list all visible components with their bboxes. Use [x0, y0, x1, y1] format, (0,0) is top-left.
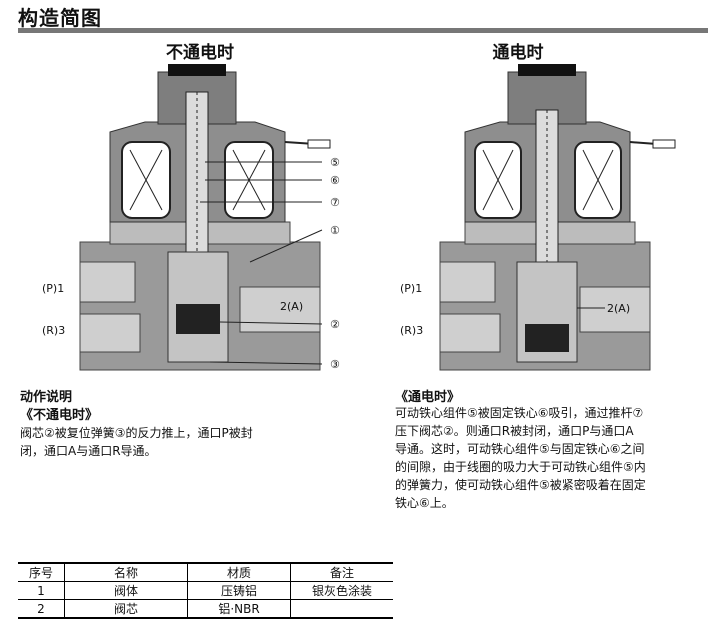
on-line-2: 压下阀芯②。则通口R被封闭，通口P与通口A	[395, 424, 634, 438]
header-name: 名称	[64, 562, 188, 582]
port-a-label: 2(A)	[280, 300, 303, 313]
off-heading: 《不通电时》	[20, 408, 99, 423]
callout-7: ⑦	[330, 196, 340, 209]
cell-material: 压铸铝	[187, 581, 291, 600]
header-no: 序号	[18, 562, 65, 582]
callout-3: ③	[330, 358, 340, 371]
port-p-label: (P)1	[400, 282, 422, 295]
port-r-label: (R)3	[400, 324, 423, 337]
callout-6: ⑥	[330, 174, 340, 187]
cell-remark	[290, 599, 393, 619]
cell-material: 铝·NBR	[187, 599, 291, 619]
port-p	[79, 261, 136, 303]
spool-seal	[176, 304, 220, 334]
port-p-label: (P)1	[42, 282, 64, 295]
spool-seal	[525, 324, 569, 352]
cap-seal	[168, 64, 226, 76]
port-p	[439, 261, 496, 303]
on-state-title: 通电时	[492, 43, 544, 63]
on-heading: 《通电时》	[395, 390, 461, 405]
lead-wire	[307, 139, 331, 149]
on-line-5: 的弹簧力，使可动铁心组件⑤被紧密吸着在固定	[395, 478, 646, 492]
valve-diagram-off: ⑤ ⑥ ⑦ ① ② ③ (P)1 2(A) (R)3	[40, 62, 370, 382]
port-r	[79, 313, 141, 353]
off-line-1: 阀芯②被复位弹簧③的反力推上，通口P被封	[20, 426, 253, 440]
cell-no: 1	[18, 581, 65, 600]
port-a-label: 2(A)	[607, 302, 630, 315]
port-a	[239, 286, 321, 333]
off-line-2: 闭，通口A与通口R导通。	[20, 444, 157, 458]
cell-remark: 银灰色涂装	[290, 581, 393, 600]
header-remark: 备注	[290, 562, 393, 582]
valve-diagram-on: (P)1 2(A) (R)3	[395, 62, 695, 382]
callout-5: ⑤	[330, 156, 340, 169]
off-description: 阀芯②被复位弹簧③的反力推上，通口P被封 闭，通口A与通口R导通。	[20, 424, 350, 460]
off-state-title: 不通电时	[166, 43, 234, 63]
port-a	[579, 286, 651, 333]
callout-1: ①	[330, 224, 340, 237]
on-line-4: 的间隙，由于线圈的吸力大于可动铁心组件⑤内	[395, 460, 646, 474]
cap-seal	[518, 64, 576, 76]
header-material: 材质	[187, 562, 291, 582]
section-title: 构造简图	[18, 6, 102, 30]
lead-wire	[652, 139, 676, 149]
port-r	[439, 313, 501, 353]
table-row: 1 阀体 压铸铝 银灰色涂装	[18, 581, 393, 600]
cell-no: 2	[18, 599, 65, 619]
section-rule	[18, 28, 708, 33]
on-line-6: 铁心⑥上。	[395, 496, 454, 510]
on-line-3: 导通。这时，可动铁心组件⑤与固定铁心⑥之间	[395, 442, 645, 456]
table-header-row: 序号 名称 材质 备注	[18, 562, 393, 582]
table-row: 2 阀芯 铝·NBR	[18, 599, 393, 619]
port-r-label: (R)3	[42, 324, 65, 337]
parts-table: 序号 名称 材质 备注 1 阀体 压铸铝 银灰色涂装 2 阀芯 铝·NBR	[18, 562, 393, 619]
cell-name: 阀体	[64, 581, 188, 600]
cell-name: 阀芯	[64, 599, 188, 619]
callout-2: ②	[330, 318, 340, 331]
on-line-1: 可动铁心组件⑤被固定铁心⑥吸引，通过推杆⑦	[395, 406, 644, 420]
on-description: 可动铁心组件⑤被固定铁心⑥吸引，通过推杆⑦ 压下阀芯②。则通口R被封闭，通口P与…	[395, 404, 710, 512]
description-heading: 动作说明	[20, 390, 73, 405]
